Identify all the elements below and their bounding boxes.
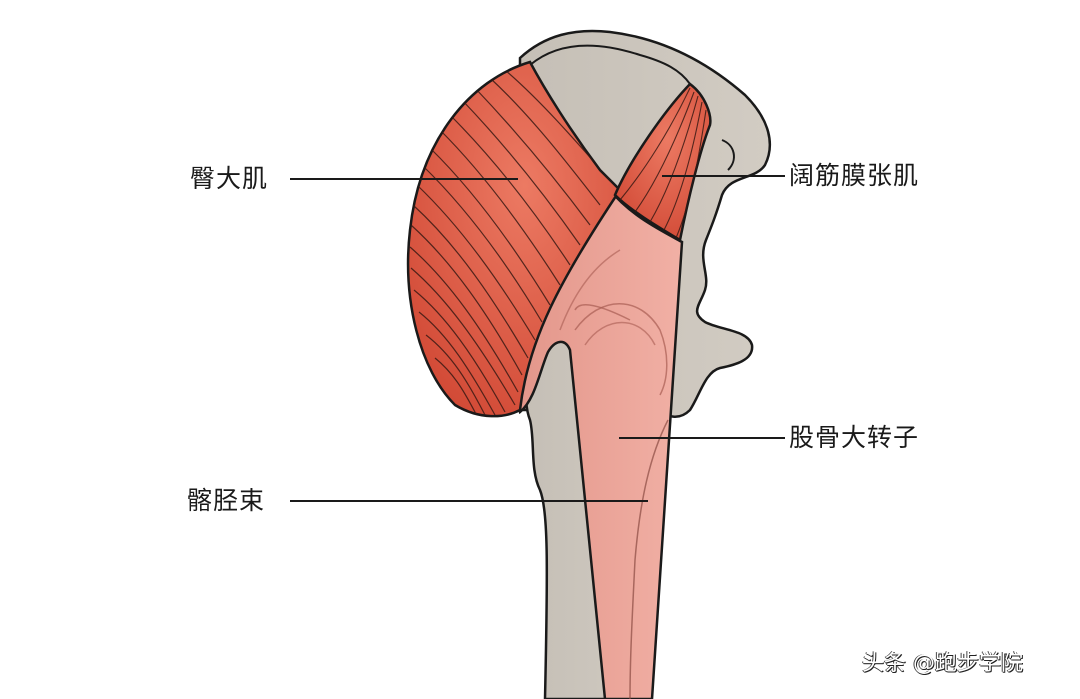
watermark: 头条 @跑步学院 [862,651,1023,676]
leader-lines [290,175,785,502]
label-tensor-fasciae-latae: 阔筋膜张肌 [789,161,920,190]
gluteus-maximus-muscle [406,60,622,418]
label-gluteus-maximus: 臀大肌 [190,164,269,193]
label-iliotibial-band: 髂胫束 [187,486,266,515]
tensor-fasciae-latae-muscle [613,82,712,242]
label-greater-trochanter: 股骨大转子 [789,423,920,452]
